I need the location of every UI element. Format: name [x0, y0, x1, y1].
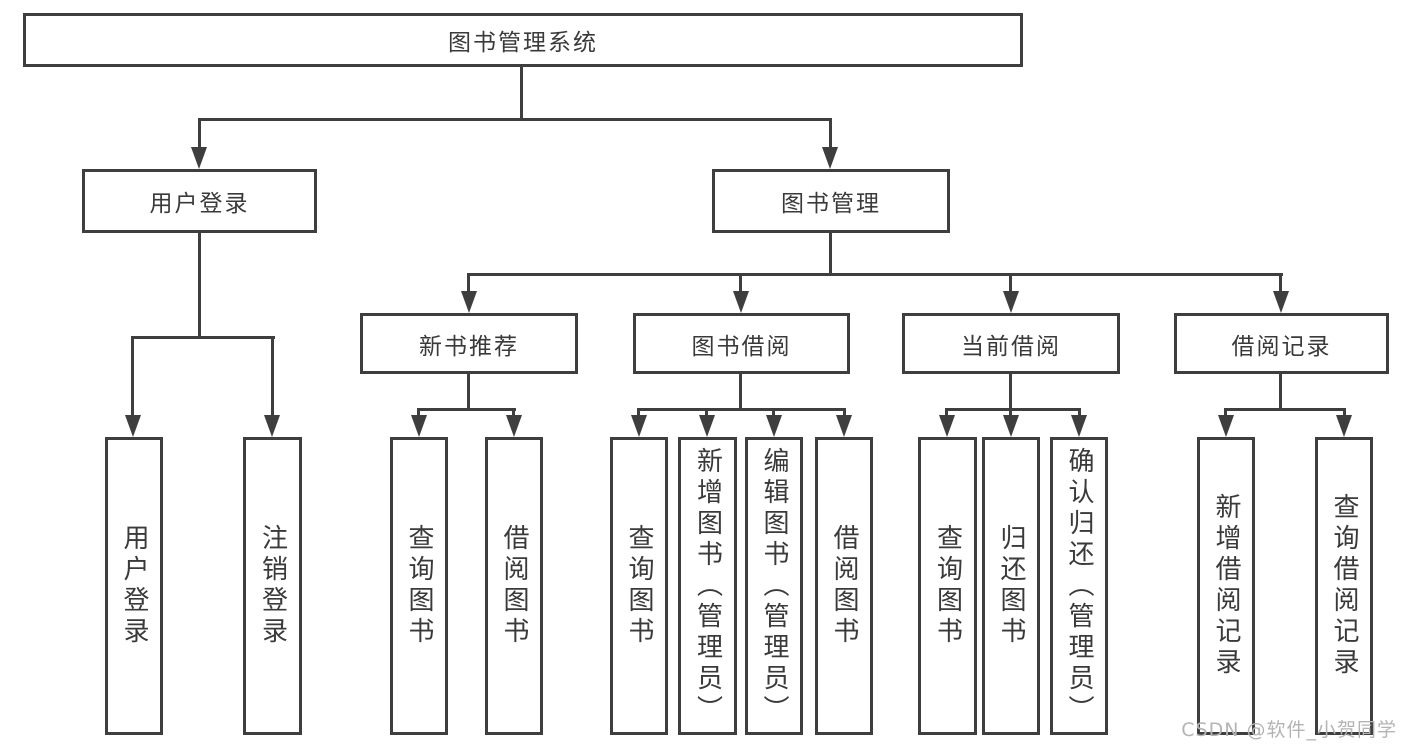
node-current-borrow: 当前借阅	[902, 313, 1120, 374]
arrow-down-icon	[631, 415, 647, 437]
connector-drop	[705, 408, 708, 418]
arrow-down-icon	[461, 291, 477, 313]
leaf-return-book-label: 归还图书	[996, 524, 1026, 648]
node-new-book-recommend-label: 新书推荐	[419, 333, 519, 360]
connector-user-login-stem	[198, 233, 201, 339]
leaf-add-borrow-record-label: 新增借阅记录	[1211, 493, 1241, 679]
node-root: 图书管理系统	[23, 13, 1023, 67]
connector-drop	[1224, 408, 1227, 418]
connector-drop	[1009, 408, 1012, 418]
node-new-book-recommend: 新书推荐	[360, 313, 578, 374]
arrow-down-icon	[1273, 291, 1289, 313]
leaf-query-borrow-record-label: 查询借阅记录	[1329, 493, 1359, 679]
connector-drop	[417, 408, 420, 418]
node-borrow-records-label: 借阅记录	[1231, 333, 1332, 360]
leaf-edit-book-admin-label: 编辑图书（管理员）	[759, 446, 789, 726]
connector-drop	[512, 408, 515, 418]
connector-root-to-book-management	[829, 118, 832, 152]
leaf-edit-book-admin: 编辑图书（管理员）	[745, 437, 803, 735]
leaf-add-borrow-record: 新增借阅记录	[1197, 437, 1255, 735]
leaf-recommend-query-book-label: 查询图书	[404, 524, 434, 648]
arrow-down-icon	[1218, 415, 1234, 437]
connector-to-leaf-user-login	[131, 336, 134, 419]
connector-to-book-borrow	[739, 273, 742, 295]
connector-user-login-hbar	[131, 336, 275, 339]
connector-book-management-stem	[829, 233, 832, 276]
connector-root-to-user-login	[198, 118, 201, 152]
connector-records-hbar	[1224, 408, 1346, 411]
node-user-login: 用户登录	[82, 169, 317, 233]
leaf-recommend-borrow-book: 借阅图书	[485, 437, 543, 735]
connector-drop	[1078, 408, 1081, 418]
connector-drop	[1343, 408, 1346, 418]
arrow-down-icon	[191, 147, 207, 169]
connector-recommend-hbar	[417, 408, 516, 411]
connector-to-leaf-logout	[271, 336, 274, 419]
connector-book-management-hbar	[467, 273, 1283, 276]
arrow-down-icon	[766, 415, 782, 437]
connector-recommend-stem	[467, 374, 470, 411]
connector-to-borrow-records	[1279, 273, 1282, 295]
node-user-login-label: 用户登录	[149, 191, 250, 217]
leaf-query-borrow-record: 查询借阅记录	[1315, 437, 1373, 735]
arrow-down-icon	[1003, 415, 1019, 437]
leaf-borrow-book-label: 借阅图书	[829, 524, 859, 648]
connector-drop	[945, 408, 948, 418]
connector-to-current-borrow	[1009, 273, 1012, 295]
node-root-label: 图书管理系统	[448, 30, 598, 56]
arrow-down-icon	[1071, 415, 1087, 437]
node-book-borrow: 图书借阅	[633, 313, 850, 374]
watermark: CSDN @软件_小贺同学	[1181, 719, 1397, 741]
arrow-down-icon	[411, 415, 427, 437]
connector-borrow-stem	[739, 374, 742, 411]
node-current-borrow-label: 当前借阅	[961, 333, 1061, 360]
arrow-down-icon	[1003, 291, 1019, 313]
connector-root-stem	[520, 67, 523, 120]
node-borrow-records: 借阅记录	[1174, 313, 1389, 374]
arrow-down-icon	[699, 415, 715, 437]
leaf-user-login-label: 用户登录	[119, 524, 149, 648]
leaf-borrow-query-book: 查询图书	[610, 437, 668, 735]
connector-current-hbar	[945, 408, 1081, 411]
leaf-recommend-borrow-book-label: 借阅图书	[499, 524, 529, 648]
node-book-management-label: 图书管理	[781, 191, 881, 217]
leaf-add-book-admin-label: 新增图书（管理员）	[692, 446, 723, 726]
connector-records-stem	[1279, 374, 1282, 411]
arrow-down-icon	[733, 291, 749, 313]
leaf-recommend-query-book: 查询图书	[390, 437, 448, 735]
arrow-down-icon	[125, 415, 141, 437]
arrow-down-icon	[264, 415, 280, 437]
leaf-return-book: 归还图书	[982, 437, 1040, 735]
arrow-down-icon	[822, 147, 838, 169]
arrow-down-icon	[836, 415, 852, 437]
connector-borrow-hbar	[637, 408, 846, 411]
arrow-down-icon	[939, 415, 955, 437]
leaf-logout-label: 注销登录	[257, 524, 288, 648]
connector-current-stem	[1009, 374, 1012, 411]
leaf-confirm-return-admin: 确认归还（管理员）	[1050, 437, 1108, 735]
leaf-current-query-book: 查询图书	[918, 437, 977, 735]
leaf-logout: 注销登录	[243, 437, 302, 735]
node-book-borrow-label: 图书借阅	[691, 333, 792, 360]
leaf-borrow-book: 借阅图书	[815, 437, 873, 735]
connector-root-hbar	[198, 118, 832, 121]
arrow-down-icon	[1336, 415, 1352, 437]
leaf-borrow-query-book-label: 查询图书	[624, 524, 654, 648]
leaf-user-login: 用户登录	[105, 437, 163, 735]
leaf-add-book-admin: 新增图书（管理员）	[678, 437, 737, 735]
node-book-management: 图书管理	[712, 169, 950, 233]
leaf-confirm-return-admin-label: 确认归还（管理员）	[1064, 446, 1094, 726]
connector-drop	[637, 408, 640, 418]
connector-drop	[772, 408, 775, 418]
connector-to-new-book-recommend	[467, 273, 470, 295]
connector-drop	[843, 408, 846, 418]
arrow-down-icon	[506, 415, 522, 437]
leaf-current-query-book-label: 查询图书	[932, 524, 963, 648]
